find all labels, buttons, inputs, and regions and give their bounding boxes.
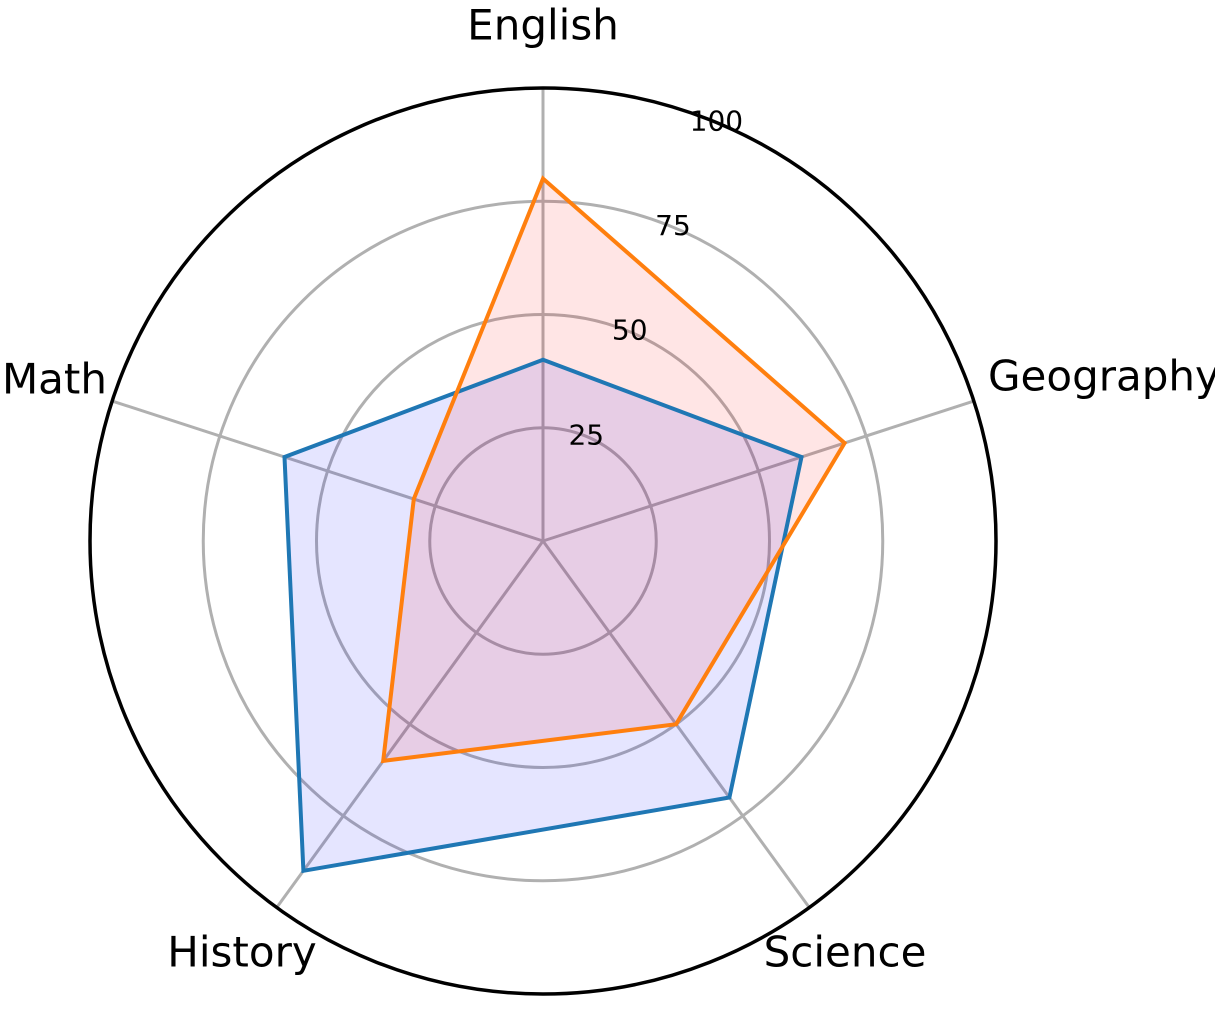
grid-ring-25 xyxy=(428,426,658,656)
tick-label-75: 75 xyxy=(655,209,691,242)
axis-label-english: English xyxy=(467,1,619,50)
series-1-area xyxy=(284,359,802,871)
axis-label-geography: Geography xyxy=(988,352,1215,401)
grid-ring-75 xyxy=(201,199,885,883)
tick-label-layer: 25 50 75 100 xyxy=(568,105,743,452)
tick-label-100: 100 xyxy=(690,105,743,138)
tick-label-25: 25 xyxy=(568,418,604,451)
grid-layer xyxy=(88,86,998,996)
series-2-line xyxy=(380,175,848,764)
axis-label-science: Science xyxy=(764,928,927,977)
axis-label-history: History xyxy=(167,928,316,977)
grid-ring-50 xyxy=(315,313,771,769)
tick-label-50: 50 xyxy=(612,314,648,347)
series-1-line xyxy=(282,357,804,874)
series-layer xyxy=(282,175,848,874)
axis-label-math: Math xyxy=(2,355,107,404)
series-2-area xyxy=(383,178,845,761)
outer-ring xyxy=(88,86,998,996)
